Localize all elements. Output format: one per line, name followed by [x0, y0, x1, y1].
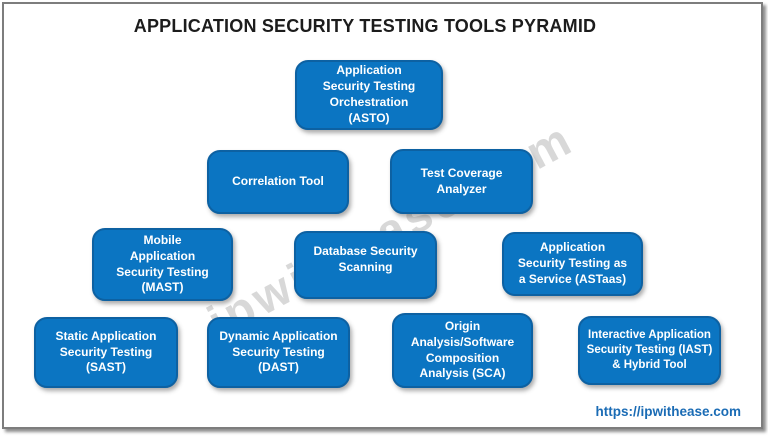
ipwithease-url: https://ipwithease.com [595, 404, 741, 419]
box-dast: Dynamic Application Security Testing (DA… [207, 317, 350, 388]
box-sca: Origin Analysis/Software Composition Ana… [392, 313, 533, 388]
box-mast: Mobile Application Security Testing (MAS… [92, 228, 233, 301]
box-database-security-scanning: Database Security Scanning [294, 231, 437, 299]
box-test-coverage-analyzer: Test Coverage Analyzer [390, 149, 533, 214]
box-astaas: Application Security Testing as a Servic… [502, 232, 643, 296]
box-sast: Static Application Security Testing (SAS… [34, 317, 178, 388]
box-correlation-tool: Correlation Tool [207, 150, 349, 214]
diagram-title: APPLICATION SECURITY TESTING TOOLS PYRAM… [133, 16, 597, 36]
box-iast: Interactive Application Security Testing… [578, 316, 721, 385]
box-asto: Application Security Testing Orchestrati… [295, 60, 443, 130]
